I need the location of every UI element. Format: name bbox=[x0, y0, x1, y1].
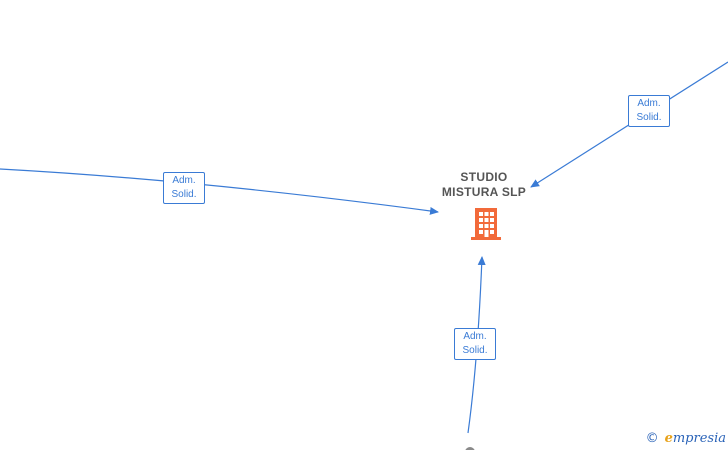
partial-node[interactable] bbox=[465, 447, 475, 450]
edge-label-left[interactable]: Adm. Solid. bbox=[163, 172, 205, 204]
company-name[interactable]: STUDIO MISTURA SLP bbox=[441, 170, 527, 199]
edge-label-top-right[interactable]: Adm. Solid. bbox=[628, 95, 670, 127]
edge-label-bottom[interactable]: Adm. Solid. bbox=[454, 328, 496, 360]
edge-label-role: Adm. bbox=[637, 98, 661, 109]
edge-label-role: Adm. bbox=[172, 175, 196, 186]
brand-name: mpresia bbox=[672, 431, 726, 446]
edge-label-type: Solid. bbox=[171, 189, 197, 200]
edge-line-left bbox=[0, 168, 439, 215]
edge-label-type: Solid. bbox=[636, 112, 662, 123]
brand-initial: e bbox=[664, 431, 673, 446]
edge-label-role: Adm. bbox=[463, 331, 487, 342]
copyright-symbol: © bbox=[645, 431, 659, 446]
edge-label-type: Solid. bbox=[462, 345, 488, 356]
building-icon[interactable] bbox=[471, 208, 501, 240]
empresia-watermark: © empresia bbox=[646, 431, 726, 446]
